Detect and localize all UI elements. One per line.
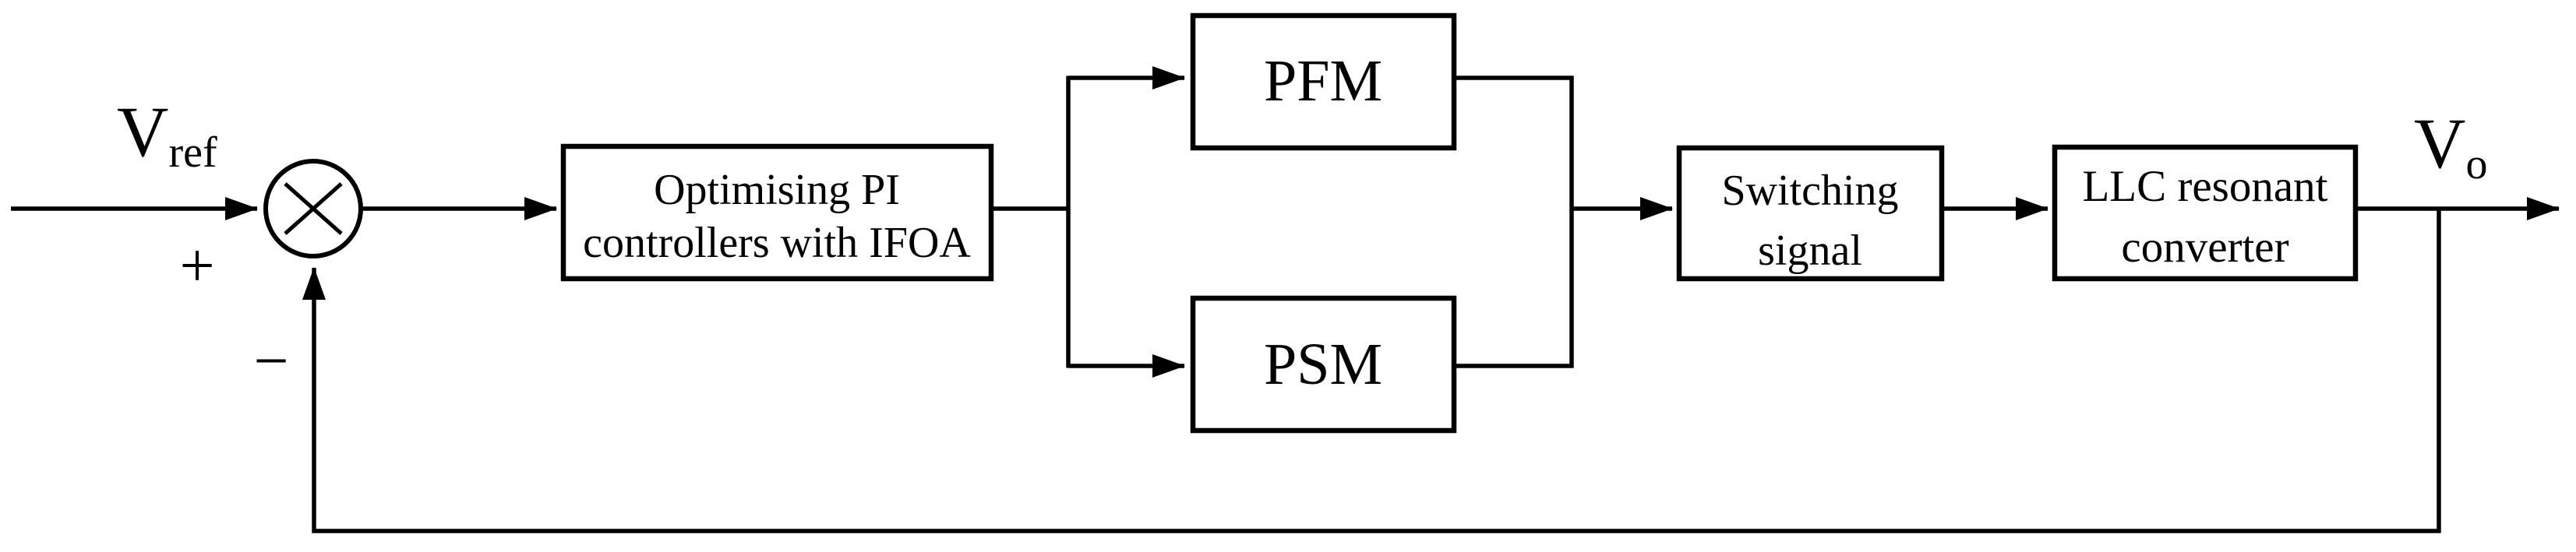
multiply-cross-icon bbox=[284, 182, 343, 235]
pi-controller-label-line2: controllers with IFOA bbox=[583, 219, 971, 267]
minus-sign: − bbox=[253, 327, 288, 396]
llc-converter-block bbox=[2052, 144, 2359, 282]
plus-sign: + bbox=[179, 232, 214, 301]
vo-label: Vo bbox=[2414, 104, 2487, 188]
vo-subscript: o bbox=[2465, 140, 2487, 188]
pfm-block bbox=[1190, 12, 1457, 151]
llc-converter-label-line1: LLC resonant bbox=[2082, 162, 2327, 211]
llc-converter-label-line2: converter bbox=[2121, 223, 2288, 272]
vo-main: V bbox=[2414, 104, 2465, 183]
pi-controller-block bbox=[560, 143, 994, 282]
vref-subscript: ref bbox=[168, 128, 217, 177]
vref-label: Vref bbox=[117, 92, 217, 177]
psm-label: PSM bbox=[1264, 332, 1382, 397]
pfm-label: PFM bbox=[1264, 48, 1382, 114]
switching-signal-label-line1: Switching bbox=[1721, 167, 1898, 215]
feedback-wire bbox=[302, 209, 2441, 533]
psm-block bbox=[1190, 295, 1457, 434]
switching-signal-block bbox=[1676, 145, 1945, 282]
vref-main: V bbox=[117, 92, 168, 171]
switching-signal-label-line2: signal bbox=[1758, 227, 1862, 275]
pi-controller-label-line1: Optimising PI bbox=[654, 166, 900, 214]
